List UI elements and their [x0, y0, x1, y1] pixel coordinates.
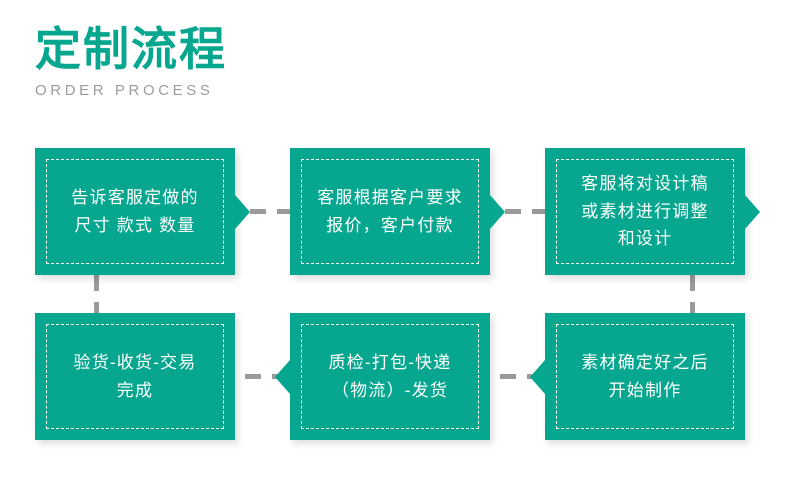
dashed-inner-border — [46, 324, 224, 429]
arrow-left-icon — [530, 359, 545, 394]
flow-step-1[interactable]: 告诉客服定做的 尺寸 款式 数量 — [35, 148, 250, 275]
header: 定制流程 ORDER PROCESS — [35, 22, 455, 99]
flow-step-5[interactable]: 质检-打包-快递 （物流）-发货 — [275, 313, 490, 440]
flow-step-4-label: 验货-收货-交易 完成 — [73, 352, 197, 400]
flow-step-3-label: 客服将对设计稿 或素材进行调整 和设计 — [581, 174, 709, 249]
arrow-right-icon — [745, 194, 760, 229]
connector-step1-to-step4 — [94, 275, 99, 313]
connector-step3-to-step6 — [690, 275, 695, 313]
connector-step1-to-step2 — [250, 209, 290, 214]
flow-step-1-label: 告诉客服定做的 尺寸 款式 数量 — [71, 187, 199, 235]
flow-step-5-label: 质检-打包-快递 （物流）-发货 — [328, 352, 452, 400]
flow-step-6[interactable]: 素材确定好之后 开始制作 — [530, 313, 745, 440]
dashed-inner-border — [556, 324, 734, 429]
connector-step5-to-step4 — [245, 374, 290, 379]
dashed-inner-border — [46, 159, 224, 264]
dashed-inner-border — [301, 324, 479, 429]
dashed-inner-border — [301, 159, 479, 264]
flow-step-3[interactable]: 客服将对设计稿 或素材进行调整 和设计 — [545, 148, 760, 275]
arrow-right-icon — [235, 194, 250, 229]
flow-step-4[interactable]: 验货-收货-交易 完成 — [35, 313, 235, 440]
arrow-left-icon — [275, 359, 290, 394]
flow-step-2-label: 客服根据客户要求 报价，客户付款 — [317, 187, 463, 235]
flow-step-2[interactable]: 客服根据客户要求 报价，客户付款 — [290, 148, 505, 275]
connector-step2-to-step3 — [505, 209, 545, 214]
arrow-right-icon — [490, 194, 505, 229]
connector-step6-to-step5 — [500, 374, 545, 379]
page-title: 定制流程 — [35, 23, 227, 75]
dashed-inner-border — [556, 159, 734, 264]
flow-step-6-label: 素材确定好之后 开始制作 — [581, 352, 709, 400]
page-subtitle: ORDER PROCESS — [35, 82, 214, 100]
